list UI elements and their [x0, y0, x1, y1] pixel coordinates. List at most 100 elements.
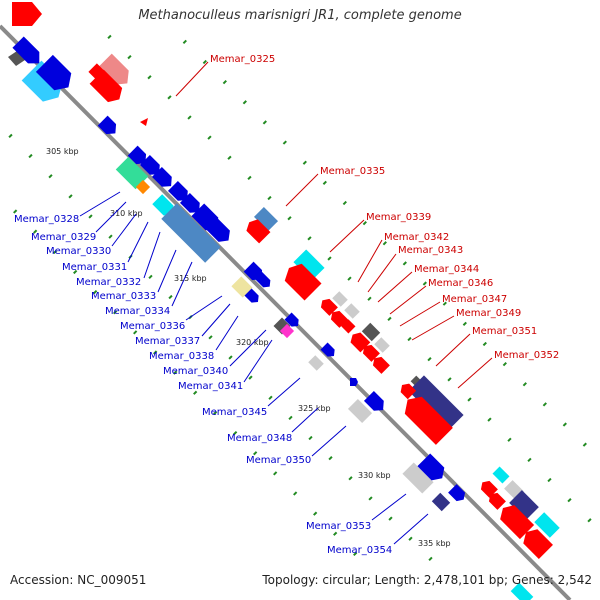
tick-dot: [207, 135, 212, 140]
tick-dot: [33, 229, 38, 234]
tick-dot: [307, 236, 312, 241]
gene-arrow: [12, 2, 42, 26]
gene-arrow: [350, 378, 358, 386]
gene-label: Memar_0335: [320, 166, 385, 177]
gene-label: Memar_0353: [306, 521, 371, 532]
gene-label: Memar_0329: [31, 232, 96, 243]
tick-dot: [28, 153, 33, 159]
gene-box: [135, 179, 151, 195]
gene-box: [361, 322, 381, 342]
tick-dot: [482, 341, 487, 347]
tick-dot: [173, 370, 178, 375]
tick-dot: [148, 274, 153, 280]
gene-arrow: [97, 115, 117, 135]
gene-box: [509, 490, 539, 520]
tick-dot: [368, 496, 373, 501]
gene-label: Memar_0349: [456, 308, 521, 319]
gene-arrow: [243, 261, 263, 281]
tick-dot: [547, 477, 552, 483]
gene-arrow: [284, 312, 299, 327]
tick-dot: [242, 100, 247, 105]
gene-arrow: [246, 219, 271, 244]
gene-arrow: [341, 319, 356, 334]
tick-dot: [93, 289, 98, 295]
tick-dot: [273, 471, 278, 476]
gene-box: [253, 206, 279, 232]
gene-box: [431, 492, 451, 512]
gene-box: [161, 203, 221, 263]
tick-dot: [382, 241, 387, 246]
tick-dot: [107, 34, 112, 40]
tick-dot: [308, 435, 313, 441]
tick-dot: [193, 390, 198, 395]
tick-dot: [427, 357, 432, 362]
tick-dot: [562, 422, 567, 427]
gene-box: [115, 156, 149, 190]
tick-dot: [68, 194, 73, 199]
tick-dot: [347, 276, 352, 281]
tick-dot: [327, 256, 332, 261]
tick-dot: [542, 402, 547, 407]
gene-arrow: [254, 271, 271, 288]
gene-box: [344, 303, 360, 319]
tick-dot: [113, 310, 118, 315]
gene-arrow: [205, 217, 230, 242]
tick-dot: [342, 200, 347, 206]
tick-dot: [182, 39, 187, 44]
gene-arrow: [363, 390, 384, 411]
tick-label: 330 kbp: [358, 471, 391, 480]
gene-arrow: [97, 53, 129, 85]
gene-arrow: [448, 484, 466, 502]
gene-label: Memar_0344: [414, 264, 479, 275]
kbp-ticks: 305 kbp 310 kbp 315 kbp 320 kbp 325 kbp …: [46, 147, 451, 548]
map-title: Methanoculleus marisnigri JR1, complete …: [138, 8, 462, 23]
tick-dot: [287, 216, 292, 221]
tick-dot: [402, 261, 407, 266]
gene-arrow: [152, 194, 174, 216]
tick-dot: [48, 174, 53, 179]
gene-label: Memar_0334: [105, 306, 170, 317]
tick-dot: [187, 115, 192, 120]
tick-dot: [127, 54, 132, 60]
tick-dot: [53, 249, 58, 254]
tick-label: 310 kbp: [110, 209, 143, 218]
gene-arrow: [127, 145, 147, 165]
tick-dot: [233, 430, 238, 436]
tick-dot: [362, 221, 367, 226]
gene-label: Memar_0348: [227, 433, 292, 444]
tick-dot: [522, 382, 527, 387]
tick-dot: [88, 214, 93, 219]
tick-dot: [313, 511, 318, 516]
gene-box: [293, 249, 325, 281]
gene-label: Memar_0341: [178, 381, 243, 392]
gene-label: Memar_0332: [76, 277, 141, 288]
tick-dot: [567, 498, 572, 503]
tick-dot: [388, 516, 393, 521]
gene-label: Memar_0333: [91, 291, 156, 302]
tick-dot: [262, 120, 267, 125]
tick-dot: [108, 234, 113, 239]
gene-box: [374, 337, 390, 353]
tick-label: 320 kbp: [236, 338, 269, 347]
gene-label: Memar_0347: [442, 294, 507, 305]
tick-dot: [293, 491, 298, 496]
tick-dot: [202, 59, 207, 65]
tick-dot: [13, 209, 18, 214]
tick-dot: [167, 95, 172, 100]
reverse-labels: Memar_0325 Memar_0335 Memar_0339 Memar_0…: [175, 54, 559, 389]
gene-arrow: [400, 383, 417, 400]
gene-box: [534, 512, 560, 538]
gene-arrow: [35, 54, 72, 91]
gene-label: Memar_0339: [366, 212, 431, 223]
tick-dot: [582, 442, 587, 447]
gene-label: Memar_0336: [120, 321, 185, 332]
tick-dot: [442, 301, 447, 306]
tick-dot: [208, 335, 213, 340]
gene-box: [279, 323, 295, 339]
tick-dot: [487, 417, 492, 422]
gene-label: Memar_0330: [46, 246, 111, 257]
tick-dot: [147, 75, 152, 80]
gene-box: [231, 276, 253, 298]
tick-dot: [133, 330, 138, 335]
